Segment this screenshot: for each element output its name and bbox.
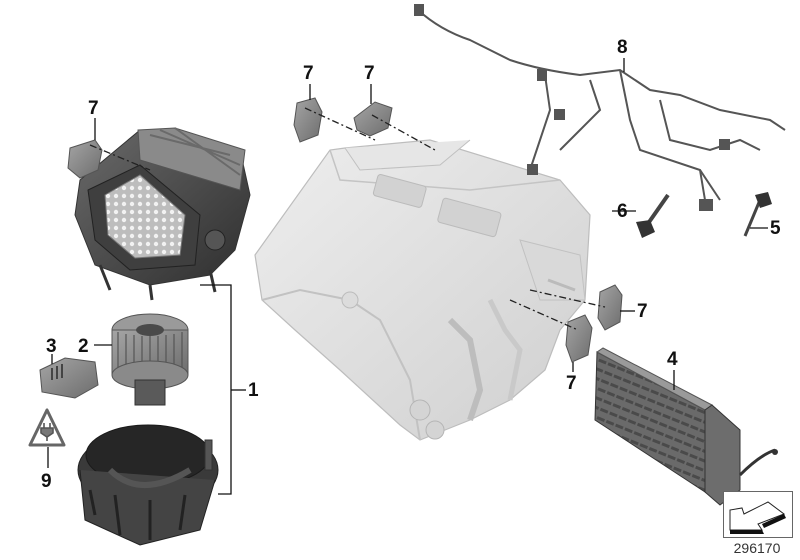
actuator-4[interactable] [597,284,623,331]
electrical-warning-icon [28,408,66,447]
callout-7-lower-actuator[interactable]: 7 [566,373,577,394]
callout-1-blower-assembly[interactable]: 1 [248,380,259,401]
hvac-housing[interactable] [254,139,591,441]
temperature-sensor-5[interactable] [743,192,772,237]
leader-lines [47,58,768,495]
temperature-sensor-6[interactable] [636,193,670,238]
blower-lower-housing[interactable] [77,424,219,546]
callout-9-warning[interactable]: 9 [41,471,52,492]
actuator-3[interactable] [353,101,393,137]
wiring-harness[interactable] [414,4,786,211]
callout-4-heater-core[interactable]: 4 [667,349,678,370]
heater-core[interactable] [594,347,778,506]
callout-7-blower-actuator[interactable]: 7 [88,98,99,119]
callout-8-wiring-harness[interactable]: 8 [617,37,628,58]
callout-3-resistor[interactable]: 3 [46,336,57,357]
orientation-arrow-icon [729,501,786,534]
blower-motor[interactable] [111,313,189,406]
blower-housing[interactable] [74,127,251,301]
callout-7-top-left-actuator[interactable]: 7 [303,63,314,84]
diagram-reference-number: 296170 [733,540,781,556]
alignment-lines [89,107,606,331]
blower-resistor[interactable] [39,357,99,399]
callout-5-sensor[interactable]: 5 [770,218,781,239]
callout-2-blower-motor[interactable]: 2 [78,336,89,357]
actuator-5[interactable] [565,314,593,363]
orientation-arrow-box [723,491,793,538]
callout-7-top-right-actuator[interactable]: 7 [364,63,375,84]
callout-6-sensor[interactable]: 6 [617,201,628,222]
callout-7-right-actuator[interactable]: 7 [637,301,648,322]
actuator-2[interactable] [293,97,323,143]
